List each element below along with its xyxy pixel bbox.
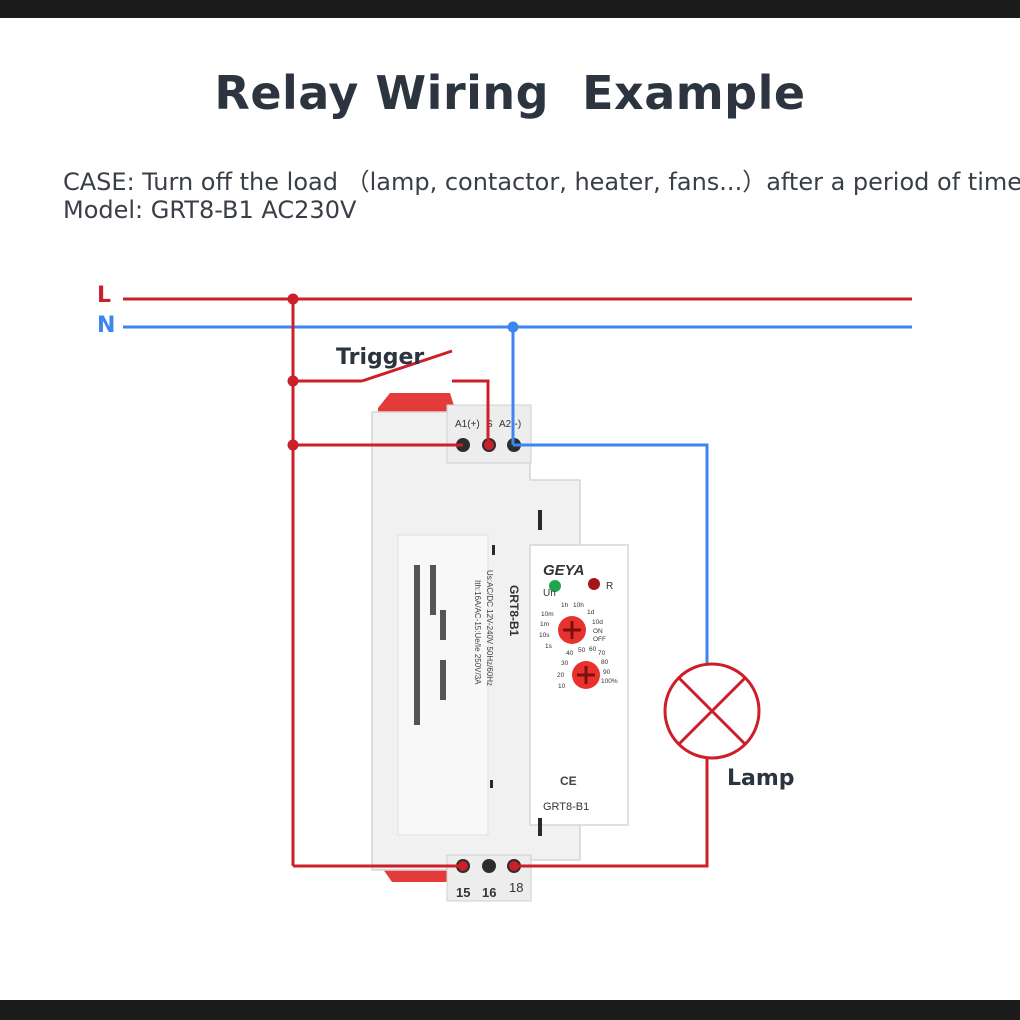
bottom-border xyxy=(0,1000,1020,1020)
svg-text:80: 80 xyxy=(601,659,609,666)
junction-dot xyxy=(287,439,299,451)
junction-dot xyxy=(509,861,519,871)
svg-text:40: 40 xyxy=(566,650,574,657)
live-line-label: L xyxy=(97,283,111,308)
svg-text:1d: 1d xyxy=(587,609,595,616)
svg-text:ON: ON xyxy=(593,628,603,635)
terminal-15-label: 15 xyxy=(456,885,470,900)
svg-text:70: 70 xyxy=(598,650,606,657)
terminal-16-label: 16 xyxy=(482,885,496,900)
svg-text:60: 60 xyxy=(589,646,597,653)
side-spec-line1: Us:AC/DC 12V-240V 50Hz/60Hz xyxy=(485,570,494,686)
un-led-icon xyxy=(549,580,561,592)
terminal-a2-label: A2(-) xyxy=(499,419,521,430)
svg-text:10: 10 xyxy=(558,683,566,690)
un-led-label: Un xyxy=(543,588,556,599)
top-slot xyxy=(538,510,542,530)
side-model-label: GRT8-B1 xyxy=(507,585,521,637)
svg-text:20: 20 xyxy=(557,672,565,679)
time-scale-labels: 10m 1h 10h 1d 10d ON OFF 1s 10s 1m xyxy=(539,602,606,650)
r-led-label: R xyxy=(606,581,613,592)
terminal-18-label: 18 xyxy=(509,880,523,895)
terminal-16-screw xyxy=(482,859,496,873)
terminal-18-to-lamp-wire xyxy=(514,758,709,868)
percent-scale-labels: 10 20 30 40 50 60 70 80 90 100% xyxy=(557,646,618,690)
page-title: Relay Wiring Example xyxy=(214,66,806,120)
junction-dot xyxy=(287,375,299,387)
percent-knob-cross-icon xyxy=(577,666,595,684)
neutral-line-label: N xyxy=(97,313,115,338)
trigger-label: Trigger xyxy=(336,345,424,370)
lamp-neutral-wire xyxy=(513,443,709,664)
front-model-label: GRT8-B1 xyxy=(543,801,589,813)
svg-text:10m: 10m xyxy=(541,611,554,618)
svg-text:1m: 1m xyxy=(540,621,549,628)
bottom-slot xyxy=(538,818,542,836)
junction-dot xyxy=(507,321,519,333)
trigger-switch[interactable] xyxy=(361,349,453,383)
time-knob-cross-icon xyxy=(563,621,581,639)
terminal-a1-label: A1(+) xyxy=(455,419,480,430)
relay-top-clip xyxy=(378,393,456,412)
junction-dot xyxy=(458,861,468,871)
svg-text:90: 90 xyxy=(603,669,611,676)
top-border xyxy=(0,0,1020,18)
junction-dot xyxy=(287,293,299,305)
svg-text:10d: 10d xyxy=(592,619,603,626)
model-description: Model: GRT8-B1 AC230V xyxy=(63,196,357,224)
svg-text:10h: 10h xyxy=(573,602,584,609)
svg-text:50: 50 xyxy=(578,647,586,654)
r-led-icon xyxy=(588,578,600,590)
svg-text:1s: 1s xyxy=(545,643,553,650)
lamp-label: Lamp xyxy=(727,766,795,791)
trigger-output-wire xyxy=(452,379,490,445)
lamp-icon xyxy=(663,662,761,760)
svg-text:30: 30 xyxy=(561,660,569,667)
svg-text:10s: 10s xyxy=(539,632,550,639)
side-spec-line2: Ith:16A/AC-15:Ue/Ie 250V/3A xyxy=(473,580,482,685)
junction-dot xyxy=(484,440,494,450)
svg-text:1h: 1h xyxy=(561,602,569,609)
case-description: CASE: Turn off the load （lamp, contactor… xyxy=(63,168,1020,196)
timer-relay: GRT8-B1 Us:AC/DC 12V-240V 50Hz/60Hz Ith:… xyxy=(371,393,629,902)
relay-brand-logo: GEYA xyxy=(543,562,584,579)
ce-mark-icon: CE xyxy=(560,774,577,788)
svg-text:100%: 100% xyxy=(601,678,618,685)
svg-text:OFF: OFF xyxy=(593,636,606,643)
side-timing-chart xyxy=(414,565,446,725)
